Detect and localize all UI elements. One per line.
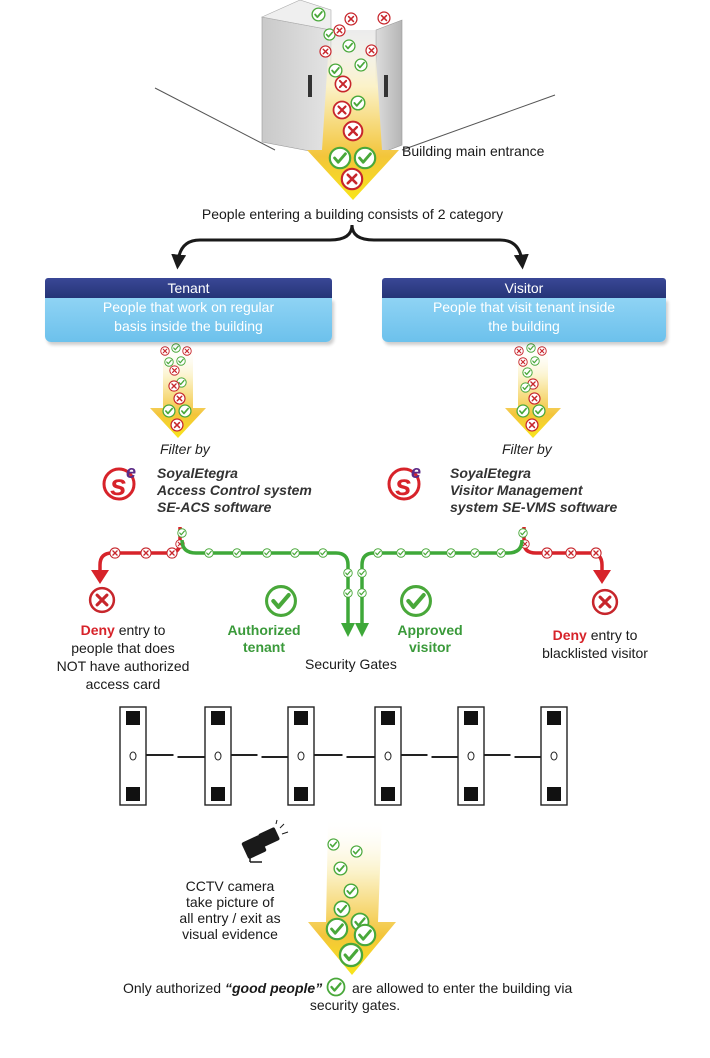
entrance-label: Building main entrance [402,143,545,159]
turnstile-icon [119,706,147,806]
visitor-system-line1: SoyalEtegra [450,465,531,481]
visitor-deny-word: Deny [552,627,587,643]
tenant-deny-text: Deny entry to people that does NOT have … [28,621,218,693]
deny-cross-icon [88,586,116,614]
tenant-funnel [150,343,206,438]
approved-visitor-line1: Approved [397,622,463,638]
tenant-deny-line4: access card [85,676,161,692]
svg-text:e: e [411,462,421,482]
visitor-box-body: People that visit tenant inside the buil… [382,298,666,342]
visitor-box-title: Visitor [382,278,666,298]
cctv-line3: all entry / exit as [179,910,281,926]
cctv-line1: CCTV camera [185,878,275,894]
turnstile-icon [287,706,315,806]
footer-part2: are allowed to enter the building via [352,980,573,996]
tenant-deny-line3: NOT have authorized [56,658,190,674]
category-label: People entering a building consists of 2… [201,206,504,222]
visitor-system-line2: Visitor Management [450,482,583,498]
turnstile-row [119,706,568,806]
turnstile-icon [457,706,485,806]
good-people-check-icon [326,977,346,997]
tenant-system-text: SoyalEtegra Access Control system SE-ACS… [157,465,312,516]
visitor-funnel [505,343,561,438]
tenant-system-line3: SE-ACS software [157,499,272,515]
exit-funnel [308,818,396,975]
security-gates-label: Security Gates [305,656,397,672]
tenant-deny-path [91,527,185,584]
visitor-system-text: SoyalEtegra Visitor Management system SE… [450,465,617,516]
authorized-tenant-line1: Authorized [227,622,301,638]
turnstile-icon [374,706,402,806]
cctv-caption: CCTV camera take picture of all entry / … [165,878,295,942]
category-branch-arrows [171,224,529,270]
tenant-filter-label: Filter by [160,441,210,457]
turnstile-icon [204,706,232,806]
tenant-deny-line1: entry to [118,622,166,638]
authorized-tenant-line2: tenant [243,639,285,655]
visitor-deny-path [520,527,611,584]
entrance-funnel [307,7,399,200]
visitor-filter-label: Filter by [502,441,552,457]
turnstile-icon [540,706,568,806]
approve-check-icon [267,587,296,616]
visitor-description-line1: People that visit tenant inside [432,299,616,315]
approve-check-icon [402,587,431,616]
visitor-deny-line2: blacklisted visitor [542,645,648,661]
tenant-deny-line2: people that does [71,640,175,656]
tenant-description-line1: People that work on regular [102,299,275,315]
cctv-line4: visual evidence [182,926,278,942]
tenant-box-title: Tenant [45,278,332,298]
se-logo-icon: s e [387,462,421,502]
deny-cross-icon [591,588,619,616]
tenant-deny-word: Deny [80,622,115,638]
footer-line2: security gates. [309,997,401,1013]
visitor-approve-path [355,528,528,637]
approved-visitor-label: Approved visitor [380,622,480,656]
visitor-system-line3: system SE-VMS software [450,499,618,515]
svg-text:s: s [395,469,412,502]
footer-part1: Only authorized [123,980,222,996]
svg-text:s: s [110,469,127,502]
tenant-box-body: People that work on regular basis inside… [45,298,332,342]
visitor-deny-text: Deny entry to blacklisted visitor [510,626,680,662]
authorized-tenant-label: Authorized tenant [214,622,314,656]
tenant-description-line2: basis inside the building [114,318,263,334]
tenant-system-line2: Access Control system [157,482,312,498]
approved-visitor-line2: visitor [408,639,451,655]
se-logo-icon: s e [102,462,136,502]
camera-icon [241,819,289,863]
visitor-description-line2: the building [488,318,560,334]
svg-text:e: e [126,462,136,482]
tenant-approve-path [177,528,355,637]
tenant-system-line1: SoyalEtegra [157,465,238,481]
visitor-deny-line1: entry to [590,627,638,643]
footer-emphasis: “good people” [225,980,323,996]
cctv-line2: take picture of [186,894,274,910]
